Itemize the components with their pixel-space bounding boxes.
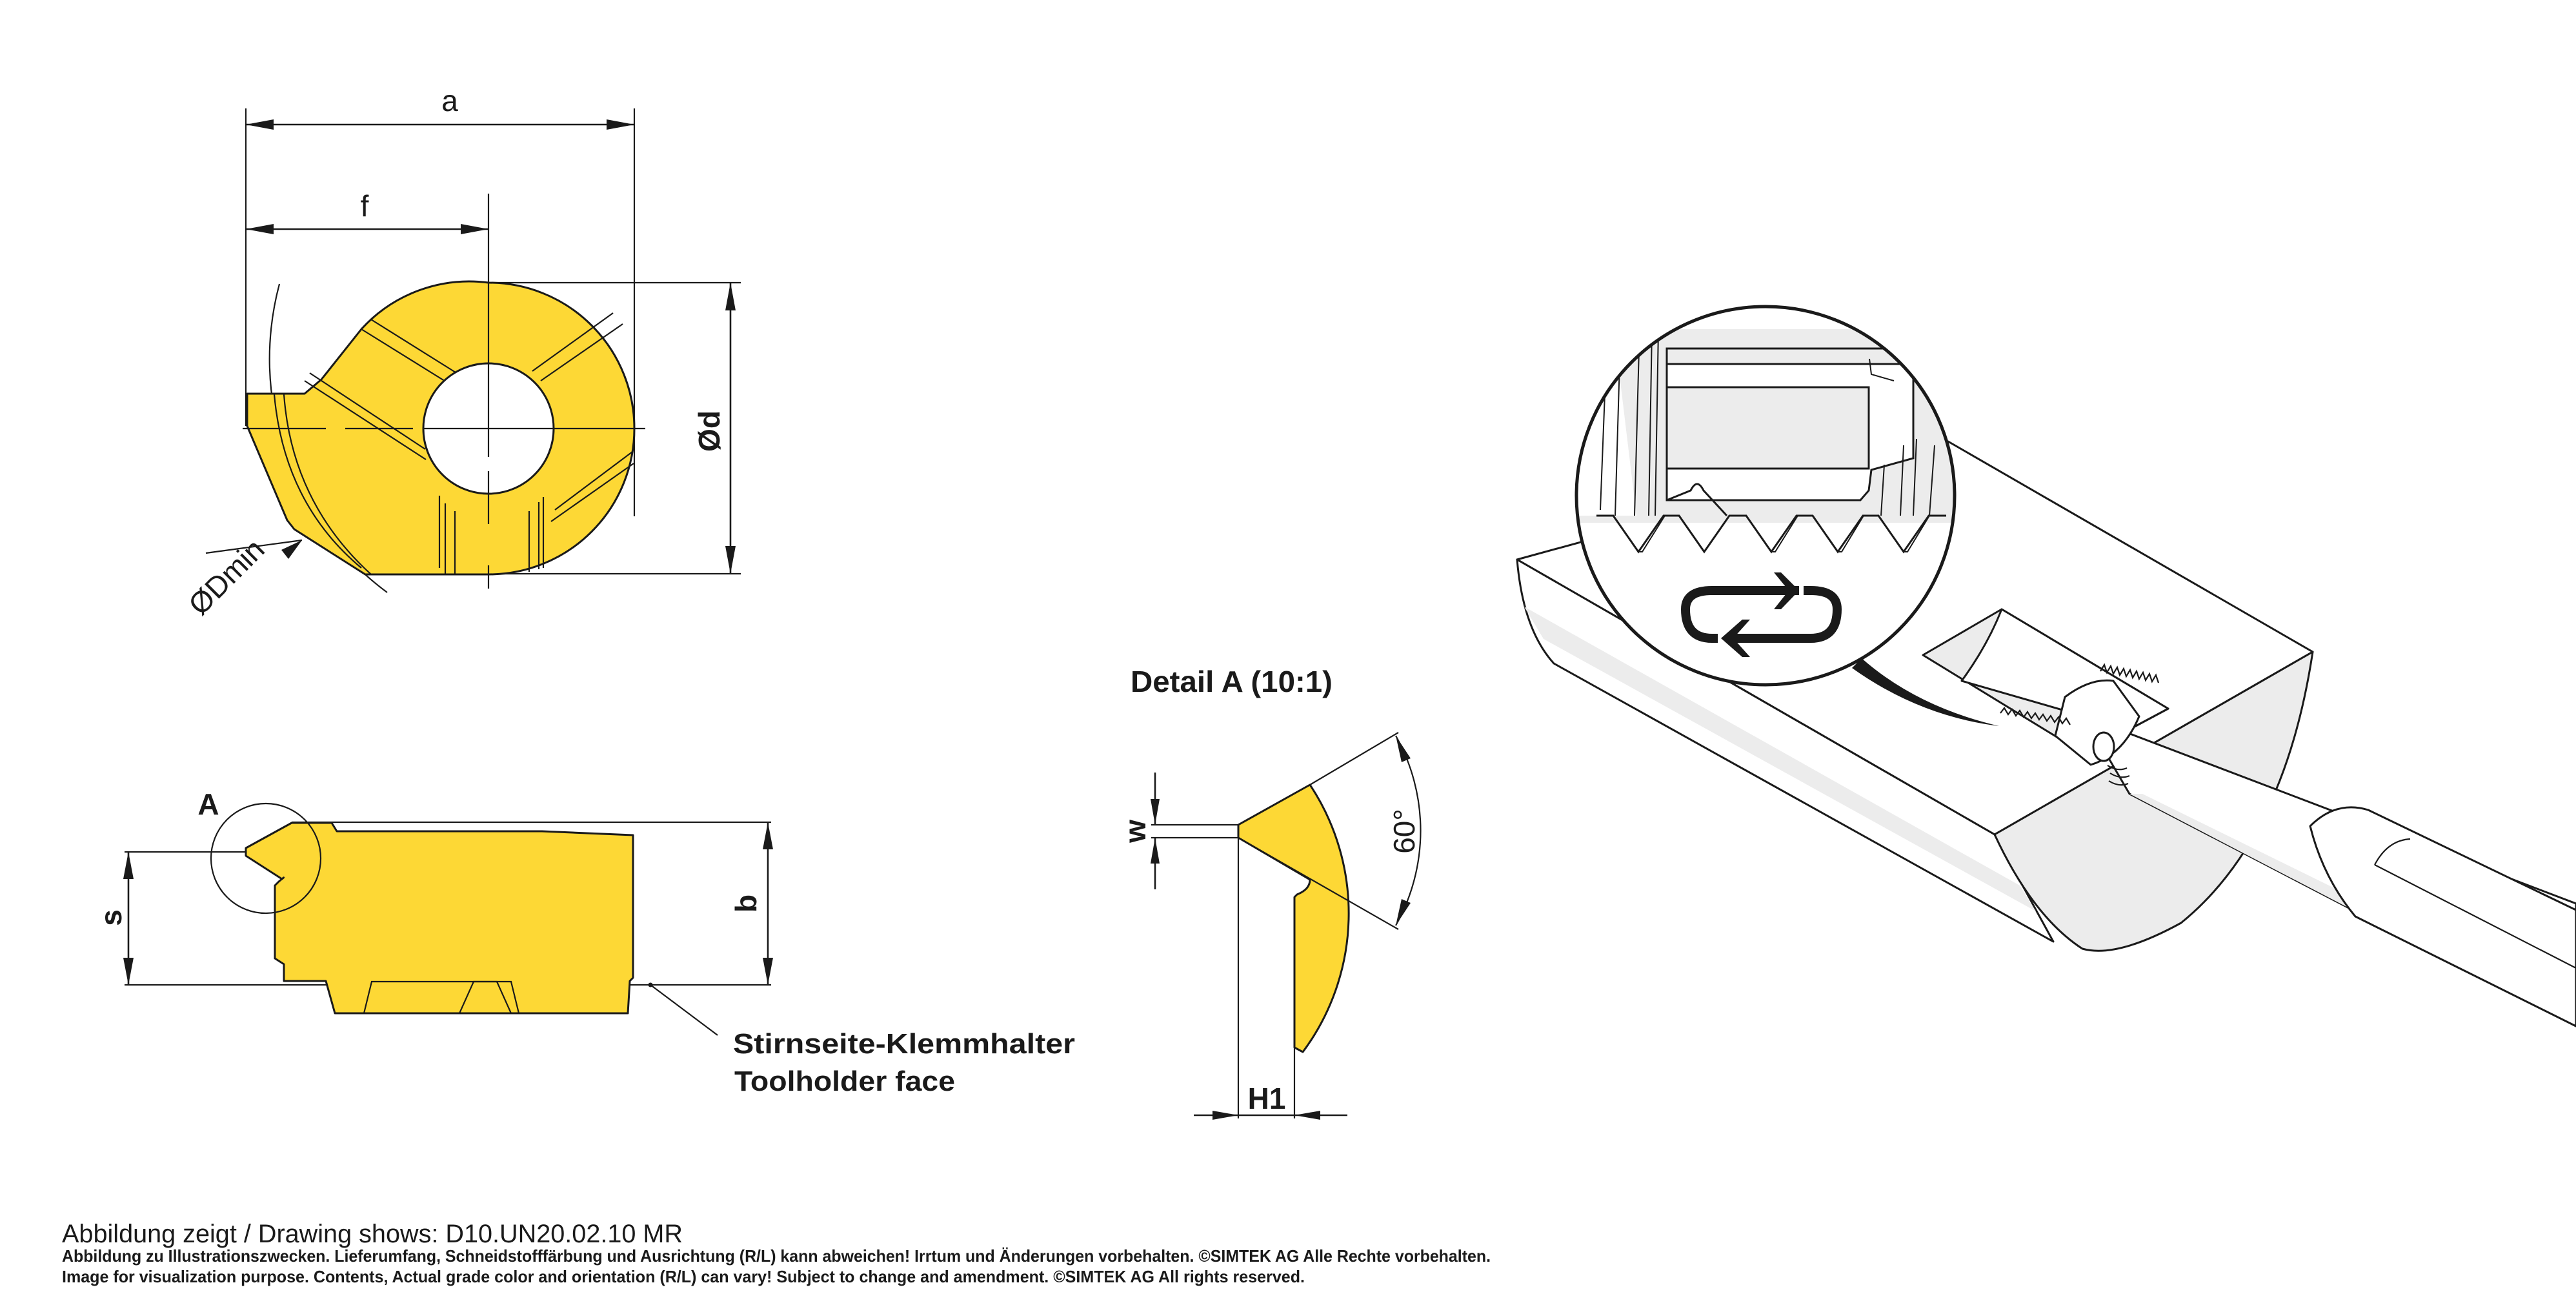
dim-h1-label: H1 <box>1248 1082 1286 1115</box>
dim-s-label: s <box>94 909 128 926</box>
dimension-angle: 60° <box>1387 735 1422 926</box>
dimension-f: f <box>246 189 488 234</box>
threading-illustration <box>1516 305 2576 1027</box>
footer: Abbildung zeigt / Drawing shows: D10.UN2… <box>62 1220 1491 1286</box>
center-lines <box>243 283 645 589</box>
cycle-arrow-right-head <box>1774 572 1799 609</box>
insert-detail-profile <box>1237 783 1350 1053</box>
dim-a-label: a <box>441 84 458 117</box>
insert-grooves <box>273 312 634 575</box>
footer-disclaimer-de: Abbildung zu Illustrationszwecken. Liefe… <box>62 1246 1491 1266</box>
dim-f-label: f <box>361 189 369 223</box>
top-view: a f Ød <box>182 84 741 622</box>
detail-a-marker-circle <box>210 802 322 915</box>
side-view: A s b Stirnseite-Klemmhalter Toolholder … <box>94 787 1075 1097</box>
detail-a-marker-label: A <box>197 787 219 821</box>
dimension-b: b <box>729 822 773 985</box>
dimension-dmin: ØDmin <box>182 532 303 622</box>
dimension-d: Ød <box>488 281 741 575</box>
callout-toolholder-face-de: Stirnseite-Klemmhalter <box>733 1028 1075 1060</box>
angle-label: 60° <box>1387 809 1421 854</box>
dim-b-label: b <box>729 895 763 913</box>
dim-w-label: w <box>1118 820 1152 844</box>
footer-disclaimer-en: Image for visualization purpose. Content… <box>62 1267 1305 1286</box>
detail-a-view: Detail A (10:1) w 60° H1 <box>1118 665 1422 1120</box>
footer-drawing-shows: Abbildung zeigt / Drawing shows: D10.UN2… <box>62 1220 683 1248</box>
dim-d-label: Ød <box>692 410 726 452</box>
insert-side-view <box>245 822 634 1015</box>
dim-dmin-label: ØDmin <box>182 532 271 622</box>
dimension-s: s <box>94 852 134 985</box>
dimension-w: w <box>1118 773 1160 889</box>
detail-a-title: Detail A (10:1) <box>1131 665 1333 698</box>
cycle-arrows-icon <box>1680 586 1842 643</box>
callout-toolholder-face-en: Toolholder face <box>734 1066 955 1097</box>
dimension-h1: H1 <box>1194 1082 1347 1120</box>
cycle-arrow-left-head <box>1721 620 1750 657</box>
dimension-a: a <box>246 84 634 130</box>
